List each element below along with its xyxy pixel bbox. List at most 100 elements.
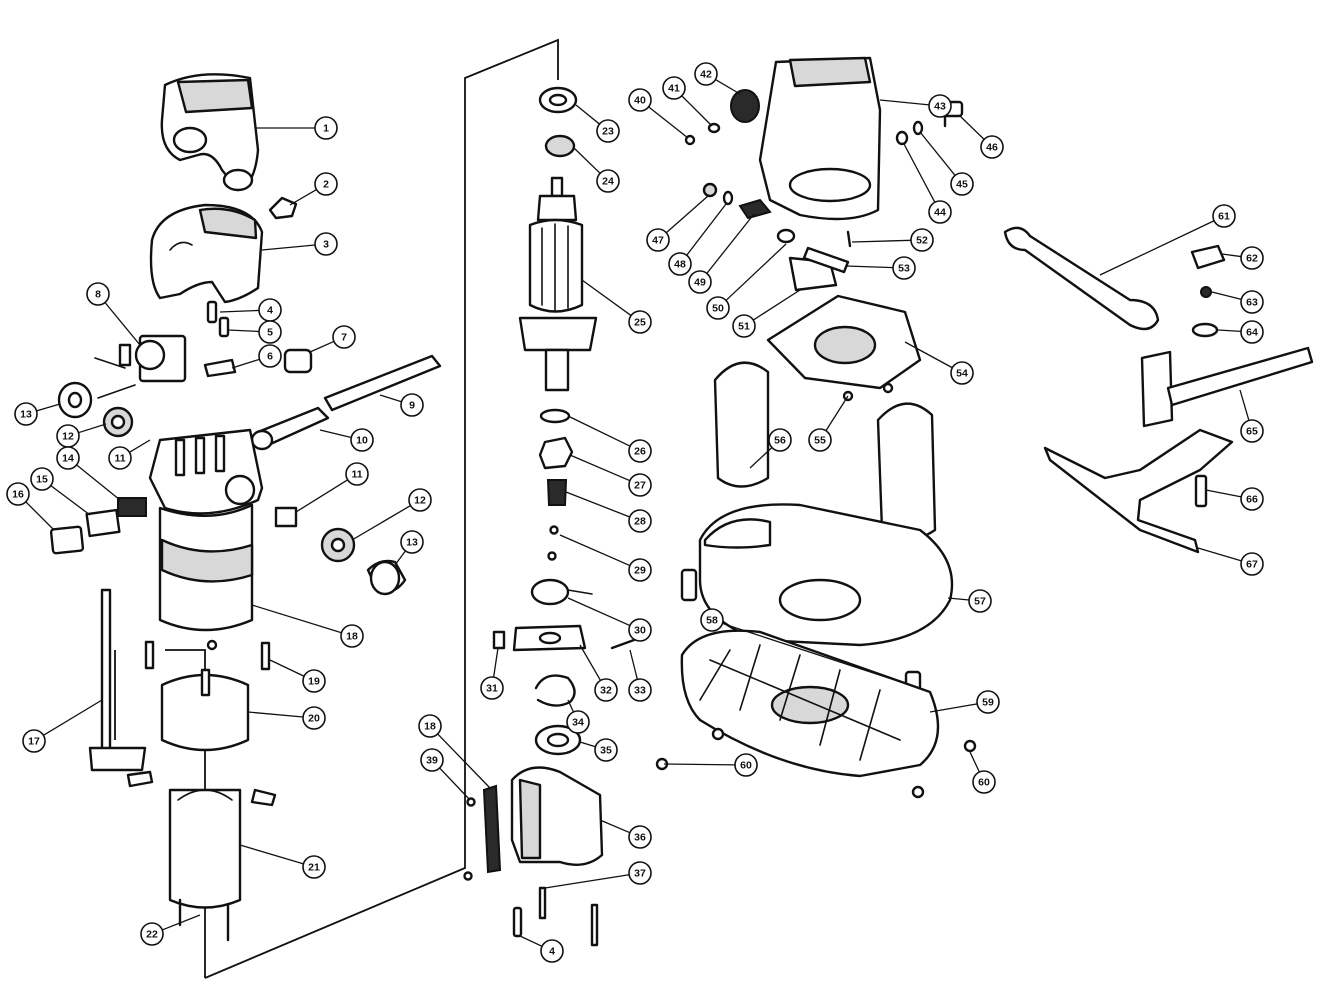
callout-number: 11 xyxy=(114,453,125,465)
callout-c23: 23 xyxy=(596,119,620,143)
callout-c36: 36 xyxy=(628,825,652,849)
part-lock-assembly-31-32-33 xyxy=(492,624,636,652)
callout-bubble xyxy=(972,770,996,794)
callout-number: 60 xyxy=(740,760,752,772)
leader-line-c60a xyxy=(663,763,736,766)
callout-bubble xyxy=(1240,552,1264,576)
callout-bubble xyxy=(302,706,326,730)
callout-number: 32 xyxy=(600,685,612,697)
callout-bubble xyxy=(662,76,686,100)
part-washer-50 xyxy=(776,228,796,244)
callout-bubble xyxy=(700,608,724,632)
callout-c10: 10 xyxy=(350,428,374,452)
part-screws-4-5 xyxy=(206,300,230,338)
callout-number: 9 xyxy=(409,400,415,412)
leader-line-c62 xyxy=(1221,253,1242,258)
callout-c30: 30 xyxy=(628,618,652,642)
callout-number: 5 xyxy=(267,327,273,339)
callout-bubble xyxy=(950,172,974,196)
callout-c2: 2 xyxy=(314,172,338,196)
callout-bubble xyxy=(628,678,652,702)
part-wing-nut-62 xyxy=(1190,244,1226,270)
callout-number: 26 xyxy=(634,446,646,458)
callout-c42: 42 xyxy=(694,62,718,86)
leader-line-c34 xyxy=(567,699,575,713)
callout-bubble xyxy=(14,402,38,426)
part-label-38 xyxy=(482,784,502,874)
callout-bubble xyxy=(108,446,132,470)
callout-c26: 26 xyxy=(628,439,652,463)
callout-number: 67 xyxy=(1246,559,1258,571)
callout-c12a: 12 xyxy=(56,424,80,448)
leader-line-c53 xyxy=(845,265,894,269)
leader-line-c61 xyxy=(1099,220,1215,276)
callout-bubble xyxy=(734,753,758,777)
callout-number: 18 xyxy=(346,631,358,643)
part-motor-frame xyxy=(148,428,264,632)
leader-line-c39 xyxy=(439,767,471,801)
part-screws-39 xyxy=(463,797,476,881)
callout-number: 25 xyxy=(634,317,646,329)
part-nut-47 xyxy=(702,182,718,198)
callout-c40: 40 xyxy=(628,88,652,112)
callout-bubble xyxy=(596,169,620,193)
leader-line-c31 xyxy=(492,647,499,678)
part-washer-48 xyxy=(722,190,734,206)
callout-number: 54 xyxy=(956,368,968,380)
callout-c51: 51 xyxy=(732,314,756,338)
callout-c34: 34 xyxy=(566,710,590,734)
part-plate-15 xyxy=(85,508,121,538)
callout-bubble xyxy=(1240,487,1264,511)
callout-c41: 41 xyxy=(662,76,686,100)
callout-bubble xyxy=(258,344,282,368)
callout-bubble xyxy=(1240,246,1264,270)
callout-bubble xyxy=(594,738,618,762)
leader-line-c2 xyxy=(289,188,317,206)
callout-c1: 1 xyxy=(314,116,338,140)
callout-c55: 55 xyxy=(808,428,832,452)
leader-line-c49 xyxy=(706,213,755,274)
leader-line-c45 xyxy=(919,131,956,176)
callout-number: 61 xyxy=(1218,211,1230,223)
part-washer-44 xyxy=(895,130,909,146)
callout-c63: 63 xyxy=(1240,290,1264,314)
callout-bubble xyxy=(628,310,652,334)
leader-line-c11a xyxy=(129,439,151,453)
part-nut-12-left xyxy=(102,406,134,438)
part-screws-60 xyxy=(655,727,977,799)
callout-bubble xyxy=(668,252,692,276)
leader-line-c6 xyxy=(231,358,260,369)
callout-c25: 25 xyxy=(628,310,652,334)
callout-c52: 52 xyxy=(910,228,934,252)
callout-number: 59 xyxy=(982,697,994,709)
leader-line-c58 xyxy=(722,622,911,686)
leader-line-c44 xyxy=(903,143,936,203)
callout-number: 45 xyxy=(956,179,968,191)
callout-c43: 43 xyxy=(928,94,952,118)
leader-line-c40 xyxy=(648,106,689,139)
part-switch-button xyxy=(268,196,298,220)
callout-bubble xyxy=(480,676,504,700)
part-wrench-61 xyxy=(1003,226,1160,331)
leader-line-c48 xyxy=(686,203,727,256)
leader-line-c26 xyxy=(567,415,631,447)
callout-bubble xyxy=(928,94,952,118)
callout-c64: 64 xyxy=(1240,320,1264,344)
callout-number: 7 xyxy=(341,332,347,344)
callout-bubble xyxy=(628,439,652,463)
callout-c31: 31 xyxy=(480,676,504,700)
callout-bubble xyxy=(540,939,564,963)
callout-number: 13 xyxy=(406,537,418,549)
callout-c32: 32 xyxy=(594,678,618,702)
part-bearing-35 xyxy=(534,724,582,756)
part-tube-10 xyxy=(250,406,330,451)
callout-number: 24 xyxy=(602,176,614,188)
callout-c13b: 13 xyxy=(400,530,424,554)
callout-number: 22 xyxy=(146,929,158,941)
callout-bubble xyxy=(628,618,652,642)
callout-bubble xyxy=(314,172,338,196)
callout-number: 63 xyxy=(1246,297,1258,309)
callout-number: 29 xyxy=(634,565,646,577)
callout-number: 42 xyxy=(700,69,712,81)
part-brush-holder-14 xyxy=(117,497,147,517)
